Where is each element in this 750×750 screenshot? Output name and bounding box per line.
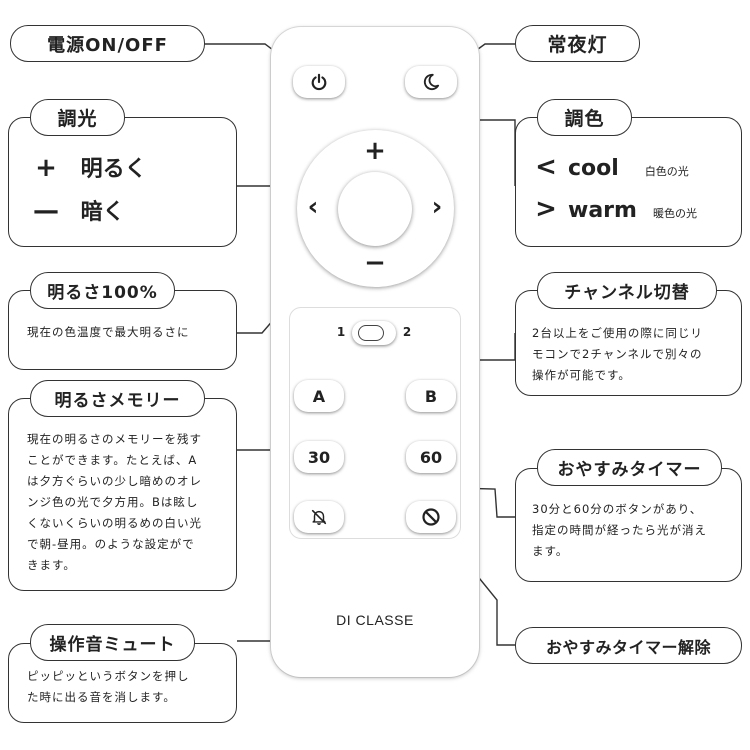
memory-text-line: くないくらいの明るめの白い光	[27, 516, 202, 530]
minus-symbol: —	[33, 196, 59, 226]
sleep-timer-callout: 30分と60分のボタンがあり、 指定の時間が経ったら光が消え ます。	[515, 468, 742, 582]
dimming-down-label: 暗く	[80, 200, 125, 225]
brightness-up-button[interactable]: +	[364, 136, 386, 166]
timer-30-button[interactable]: 30	[294, 441, 344, 473]
sleep-text-line: ます。	[532, 544, 569, 558]
mute-text-line: た時に出る音を消します。	[27, 690, 176, 704]
warm-note: 暖色の光	[652, 207, 697, 220]
mute-text-line: ピッピッというボタンを押し	[27, 669, 190, 683]
sleep-cancel-callout-title: おやすみタイマー解除	[515, 627, 742, 664]
memory-a-button[interactable]: A	[294, 380, 344, 412]
memory-text-line: きます。	[27, 558, 76, 572]
brand-label: DI CLASSE	[336, 612, 414, 628]
dimming-callout: + 明るく — 暗く	[8, 117, 237, 247]
channel-text-line: 操作が可能です。	[532, 368, 631, 382]
left-chevron-symbol: <	[535, 152, 557, 182]
power-button[interactable]	[293, 66, 345, 98]
memory-text-line: は夕方ぐらいの少し暗めのオレ	[27, 474, 202, 488]
max-brightness-callout-title: 明るさ100%	[30, 272, 175, 309]
power-callout-title: 電源ON/OFF	[10, 25, 205, 62]
dimming-callout-title: 調光	[30, 99, 125, 136]
night-light-button[interactable]	[405, 66, 457, 98]
dimming-up-label: 明るく	[80, 157, 147, 182]
bell-off-icon	[311, 509, 327, 525]
color-warm-button[interactable]: ›	[431, 192, 443, 222]
channel-2-label: 2	[402, 325, 412, 339]
right-chevron-symbol: >	[535, 194, 557, 224]
sleep-text-line: 指定の時間が経ったら光が消え	[532, 523, 707, 537]
warm-label: warm	[568, 198, 637, 223]
brightness-down-button[interactable]: −	[364, 248, 386, 278]
max-brightness-button[interactable]	[338, 172, 412, 246]
power-icon	[311, 73, 327, 91]
memory-b-button[interactable]: B	[406, 380, 456, 412]
channel-callout-title: チャンネル切替	[537, 272, 717, 309]
channel-switch[interactable]	[352, 321, 396, 345]
cool-note: 白色の光	[644, 165, 689, 178]
timer-60-button[interactable]: 60	[406, 441, 456, 473]
mute-button[interactable]	[294, 501, 344, 533]
timer-cancel-button[interactable]	[406, 501, 456, 533]
channel-text-line: 2台以上をご使用の際に同じリ	[532, 326, 703, 340]
memory-text-line: ことができます。たとえば、A	[27, 453, 198, 467]
memory-text-line: で朝-昼用。のような設定がで	[27, 537, 195, 551]
memory-callout: 現在の明るさのメモリーを残す ことができます。たとえば、A は夕方ぐらいの少し暗…	[8, 398, 237, 591]
cool-label: cool	[568, 156, 619, 181]
color-cool-button[interactable]: ‹	[307, 192, 319, 222]
color-callout-title: 調色	[537, 99, 632, 136]
mute-callout-title: 操作音ミュート	[30, 624, 195, 661]
night-light-callout-title: 常夜灯	[515, 25, 640, 62]
memory-text-line: ンジ色の光で夕方用。Bは眩し	[27, 495, 199, 509]
moon-icon	[423, 73, 440, 91]
sleep-text-line: 30分と60分のボタンがあり、	[532, 502, 703, 516]
channel-1-label: 1	[336, 325, 346, 339]
color-callout: < cool 白色の光 > warm 暖色の光	[515, 117, 742, 247]
lower-panel	[289, 307, 461, 539]
max-brightness-text: 現在の色温度で最大明るさに	[27, 325, 190, 339]
sleep-timer-callout-title: おやすみタイマー	[537, 449, 722, 486]
memory-callout-title: 明るさメモリー	[30, 380, 205, 417]
channel-switch-knob	[358, 325, 384, 341]
memory-text-line: 現在の明るさのメモリーを残す	[27, 432, 202, 446]
prohibited-icon	[422, 508, 440, 526]
channel-text-line: モコンで2チャンネルで別々の	[532, 347, 703, 361]
plus-symbol: +	[35, 153, 57, 183]
